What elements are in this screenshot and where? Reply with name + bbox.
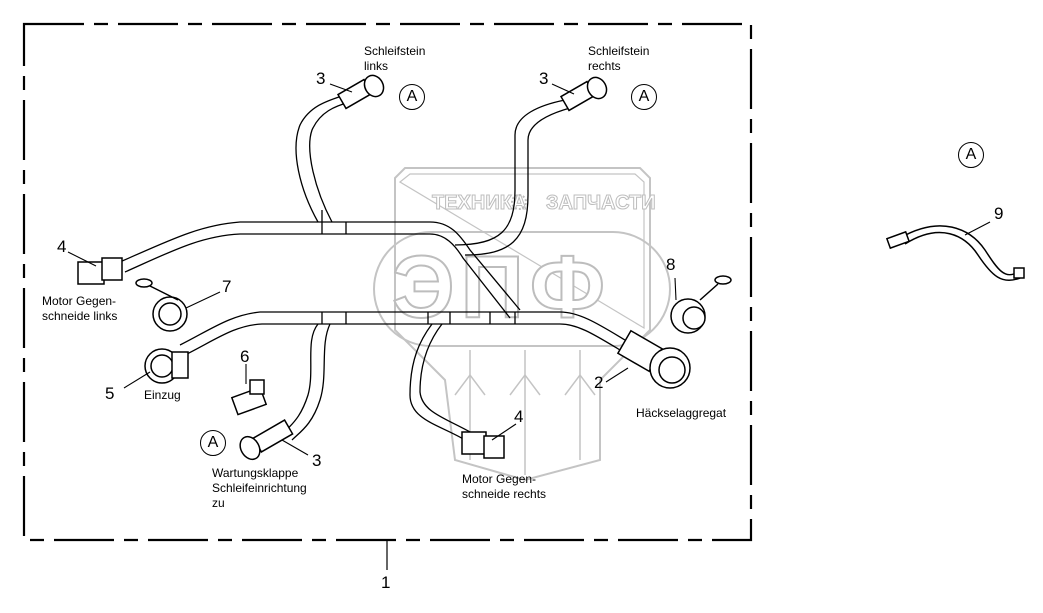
callout-8: 8 xyxy=(666,255,676,274)
callout-3-bottom: 3 xyxy=(312,451,322,470)
cable-9 xyxy=(885,225,1025,282)
callout-3-left: 3 xyxy=(316,69,326,88)
label-line: Schleifstein xyxy=(588,44,650,58)
connector-5 xyxy=(144,348,189,384)
callout-2: 2 xyxy=(594,373,604,392)
label-line: links xyxy=(364,59,389,73)
label-line: schneide rechts xyxy=(462,487,547,501)
watermark-left-word: ТЕХНИКА xyxy=(431,192,527,215)
connector-4-left xyxy=(77,257,123,285)
connector-3-left xyxy=(336,74,385,110)
connector-3-right xyxy=(559,76,608,112)
callout-6: 6 xyxy=(240,347,250,366)
label-line: Motor Gegen- xyxy=(462,472,537,486)
callout-7: 7 xyxy=(222,277,232,296)
label-line: zu xyxy=(212,496,225,510)
connector-4-right xyxy=(461,431,505,459)
callout-4-left: 4 xyxy=(57,237,67,256)
callout-5: 5 xyxy=(105,384,115,403)
gear-icon xyxy=(511,194,527,210)
label-motor-gegenschneide-rechts: Motor Gegen-schneide rechts xyxy=(462,472,546,502)
label-line: rechts xyxy=(588,59,621,73)
label-line: Schleifstein xyxy=(364,44,426,58)
connector-3-bottom xyxy=(239,419,294,461)
callout-1-assembly: 1 xyxy=(381,573,391,592)
part-6 xyxy=(230,379,268,416)
label-line: Motor Gegen- xyxy=(42,294,117,308)
detail-a-marker: A xyxy=(631,84,657,110)
callout-3-right: 3 xyxy=(539,69,549,88)
watermark-right-word: ЗАПЧАСТИ xyxy=(546,192,657,215)
detail-a-marker: A xyxy=(399,84,425,110)
label-haeckselaggregat: Häckselaggregat xyxy=(636,406,727,420)
detail-a-marker: A xyxy=(200,430,226,456)
callout-9: 9 xyxy=(994,204,1004,223)
cable-harness xyxy=(119,94,626,441)
cap-7 xyxy=(135,278,188,332)
leader-lines xyxy=(67,83,991,456)
watermark-logo: ЭПФ xyxy=(391,236,611,337)
label-line: Wartungsklappe xyxy=(212,466,299,480)
label-einzug: Einzug xyxy=(144,388,181,402)
label-motor-gegenschneide-links: Motor Gegen-schneide links xyxy=(42,294,117,324)
label-line: schneide links xyxy=(42,309,118,323)
cap-8 xyxy=(670,275,732,334)
callout-4-right: 4 xyxy=(514,407,524,426)
connector-2 xyxy=(616,329,691,389)
detail-a-marker: A xyxy=(958,142,984,168)
label-line: Schleifeinrichtung xyxy=(212,481,307,495)
